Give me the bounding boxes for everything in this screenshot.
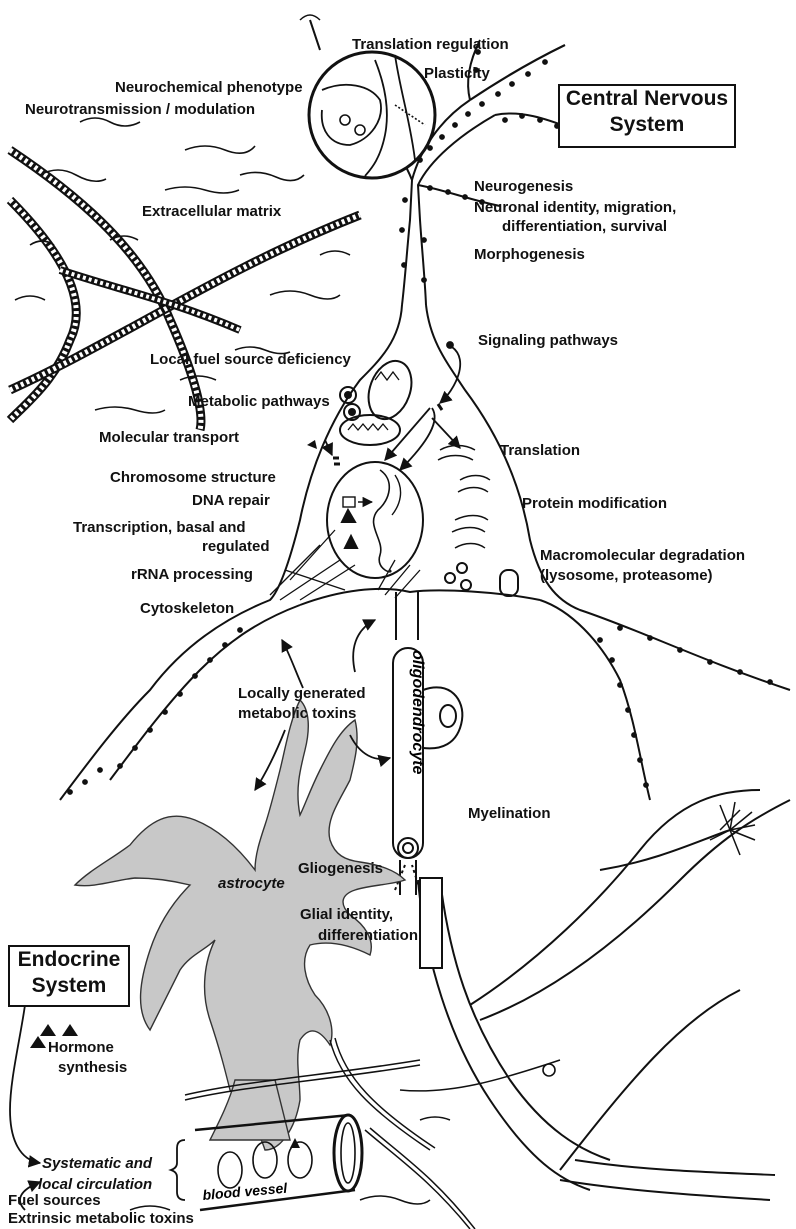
astrocyte-cell	[75, 700, 405, 1150]
label-molecular-transport: Molecular transport	[99, 429, 239, 447]
label-neuronal-identity-2: differentiation, survival	[502, 218, 667, 236]
label-extracellular-matrix: Extracellular matrix	[142, 203, 281, 221]
label-astrocyte: astrocyte	[218, 875, 285, 893]
label-transcription-2: regulated	[202, 538, 270, 556]
label-hormone-1: Hormone	[48, 1039, 114, 1057]
organelles	[270, 355, 518, 600]
endocrine-box-line1: Endocrine	[10, 947, 128, 973]
hormone-triangle-vessel	[290, 1138, 300, 1148]
label-translation-regulation: Translation regulation	[352, 36, 509, 54]
label-translation: Translation	[500, 442, 580, 460]
label-toxins-2: metabolic toxins	[238, 705, 356, 723]
cns-box-line2: System	[560, 112, 734, 138]
label-rrna: rRNA processing	[131, 566, 253, 584]
label-plasticity: Plasticity	[424, 65, 490, 83]
label-hormone-2: synthesis	[58, 1059, 127, 1077]
label-transcription-1: Transcription, basal and	[73, 519, 246, 537]
label-toxins-1: Locally generated	[238, 685, 366, 703]
endocrine-box: Endocrine System	[8, 945, 130, 1007]
label-extrinsic-toxins: Extrinsic metabolic toxins	[8, 1210, 194, 1228]
label-fuel-sources: Fuel sources	[8, 1192, 101, 1210]
label-neurotransmission: Neurotransmission / modulation	[25, 101, 255, 119]
label-local-fuel: Local fuel source deficiency	[150, 351, 351, 369]
label-dna-repair: DNA repair	[192, 492, 270, 510]
oligodendrocyte-label: oligodendrocyte	[409, 650, 426, 775]
label-gliogenesis: Gliogenesis	[298, 860, 383, 878]
lower-matrix-fibers	[130, 1038, 560, 1229]
extracellular-matrix-fibers	[10, 118, 360, 430]
cns-box: Central Nervous System	[558, 84, 736, 148]
label-morphogenesis: Morphogenesis	[474, 246, 585, 264]
label-macromolecular-2: (lysosome, proteasome)	[540, 567, 713, 585]
label-glial-identity-2: differentiation	[318, 927, 418, 945]
label-metabolic-pathways: Metabolic pathways	[188, 393, 330, 411]
label-macromolecular-1: Macromolecular degradation	[540, 547, 745, 565]
label-chromosome-structure: Chromosome structure	[110, 469, 276, 487]
cns-box-line1: Central Nervous	[560, 86, 734, 112]
circulation-brace	[171, 1140, 185, 1200]
label-neuronal-identity-1: Neuronal identity, migration,	[474, 199, 676, 217]
label-glial-identity-1: Glial identity,	[300, 906, 393, 924]
label-cytoskeleton: Cytoskeleton	[140, 600, 234, 618]
label-neurogenesis: Neurogenesis	[474, 178, 573, 196]
label-signaling: Signaling pathways	[478, 332, 618, 350]
endocrine-box-line2: System	[10, 973, 128, 999]
label-protein-modification: Protein modification	[522, 495, 667, 513]
label-myelination: Myelination	[468, 805, 551, 823]
label-circulation-1: Systematic and	[42, 1155, 152, 1173]
label-neurochemical-phenotype: Neurochemical phenotype	[115, 79, 303, 97]
